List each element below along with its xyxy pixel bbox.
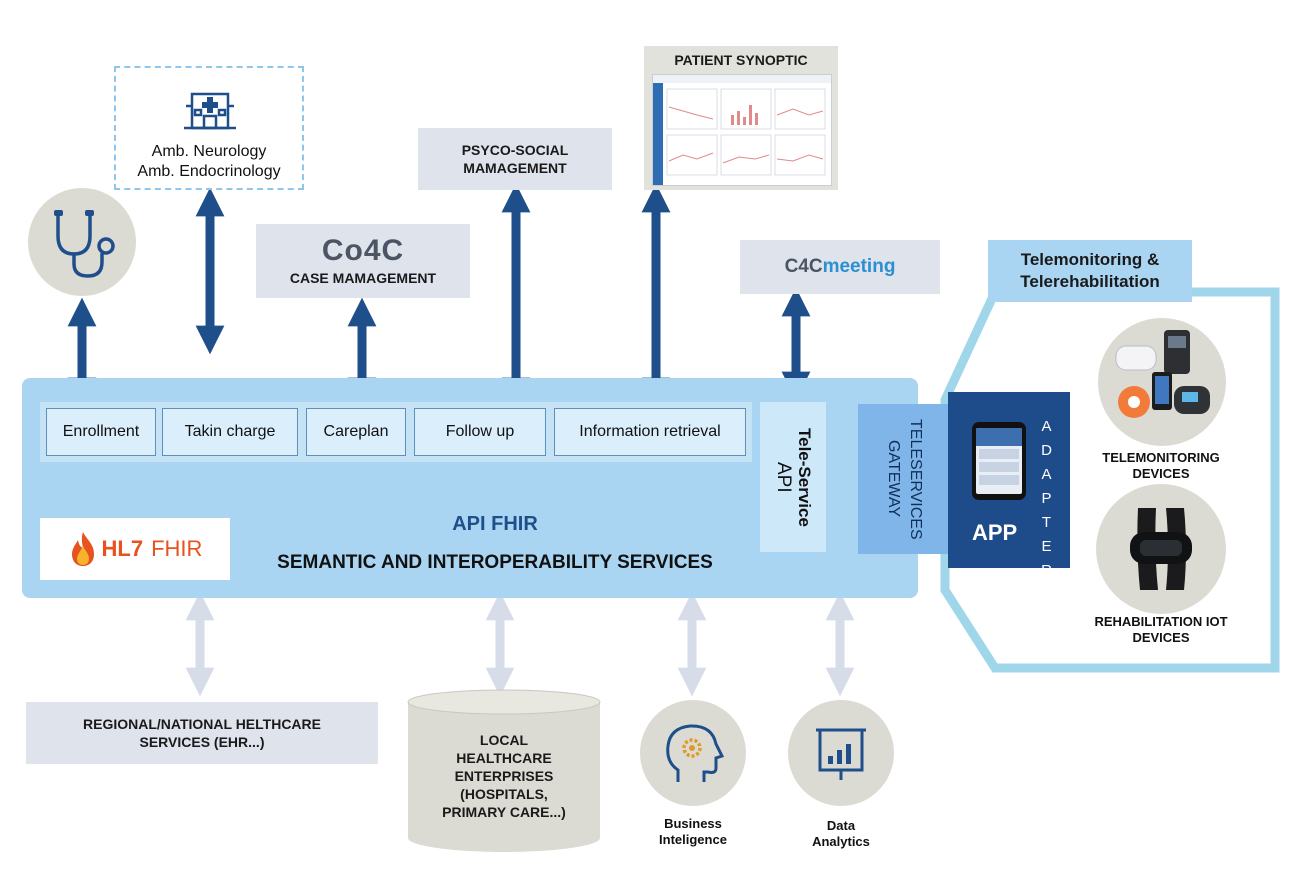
gateway-label-line2: GATEWAY: [885, 440, 902, 518]
data-analytics-label-line2: Analytics: [812, 834, 870, 849]
psyco-social-label-line1: PSYCO-SOCIAL: [461, 142, 569, 158]
teleservice-api-label: API: [773, 461, 794, 493]
amb-neurology-label: Amb. Neurology: [151, 143, 267, 160]
case-management-box: Co4C CASE MAMAGEMENT: [256, 224, 470, 298]
api-fhir-label: API FHIR: [452, 513, 538, 535]
case-management-label: CASE MAMAGEMENT: [289, 270, 437, 286]
hl7-text: HL7: [101, 536, 144, 561]
data-analytics-circle: [788, 700, 894, 806]
data-analytics-label: Data Analytics: [780, 818, 902, 850]
local-line-4: (HOSPITALS,: [460, 786, 548, 802]
amb-endocrinology-label: Amb. Endocrinology: [137, 163, 281, 180]
app-adapter-box: APP ADAPTER: [948, 392, 1070, 586]
rehabilitation-devices-label-line2: DEVICES: [1132, 630, 1190, 645]
teleservice-api-box: Tele-Service API: [760, 402, 826, 552]
rehabilitation-devices-circle: [1096, 484, 1226, 614]
c4c-meeting-logo-word: meeting: [822, 256, 896, 277]
app-label: APP: [972, 520, 1018, 545]
telemonitoring-devices-circle: [1098, 318, 1226, 446]
psyco-social-label-line2: MAMAGEMENT: [463, 160, 567, 176]
telemonitoring-devices-label-line1: TELEMONITORING: [1102, 450, 1220, 465]
module-follow-up[interactable]: Follow up: [414, 408, 546, 456]
hospital-icon: [184, 92, 236, 130]
telemonitoring-title-line2: Telerehabilitation: [1020, 272, 1160, 291]
regional-services-label-line2: SERVICES (EHR...): [139, 734, 265, 750]
local-line-2: HEALTHCARE: [456, 750, 552, 766]
hl7-fhir-logo: HL7 FHIR: [40, 518, 230, 580]
rehabilitation-devices-label-line1: REHABILITATION IOT: [1094, 614, 1228, 629]
patient-synoptic-title: PATIENT SYNOPTIC: [674, 52, 808, 68]
teleservices-gateway-box: TELESERVICES GATEWAY: [858, 404, 950, 554]
regional-services-box: REGIONAL/NATIONAL HELTHCARE SERVICES (EH…: [26, 702, 378, 764]
co4c-logo: Co4C: [321, 234, 405, 267]
head-gear-icon: [666, 724, 725, 782]
business-intelligence-label-line1: Business: [664, 816, 722, 831]
database-cylinder: [407, 689, 601, 852]
chart-board-icon: [816, 728, 866, 780]
module-enrollment[interactable]: Enrollment: [46, 408, 156, 456]
regional-services-label-line1: REGIONAL/NATIONAL HELTHCARE: [83, 716, 321, 732]
module-taking-charge[interactable]: Takin charge: [162, 408, 298, 456]
module-careplan[interactable]: Careplan: [306, 408, 406, 456]
telemonitoring-title-line1: Telemonitoring &: [1020, 250, 1160, 269]
telemonitoring-devices-label: TELEMONITORING DEVICES: [1080, 450, 1242, 482]
gateway-label-line1: TELESERVICES: [907, 418, 924, 540]
fhir-text: FHIR: [151, 536, 203, 561]
telemonitoring-title-box: Telemonitoring & Telerehabilitation: [988, 240, 1192, 302]
business-intelligence-label: Business Inteligence: [630, 816, 756, 848]
psyco-social-box: PSYCO-SOCIAL MAMAGEMENT: [418, 128, 612, 190]
module-information-retrieval[interactable]: Information retrieval: [554, 408, 746, 456]
telemonitoring-outline: [940, 287, 1280, 673]
data-analytics-label-line1: Data: [826, 818, 856, 833]
rehabilitation-devices-label: REHABILITATION IOT DEVICES: [1080, 614, 1242, 646]
teleservice-label: Tele-Service: [795, 427, 814, 527]
local-line-3: ENTERPRISES: [454, 768, 554, 784]
stethoscope-icon: [54, 210, 115, 278]
business-intelligence-label-line2: Inteligence: [659, 832, 727, 847]
adapter-label: ADAPTER: [1038, 418, 1055, 586]
ambulatory-box: Amb. Neurology Amb. Endocrinology: [114, 66, 304, 190]
local-line-1: LOCAL: [479, 732, 529, 748]
business-intelligence-circle: [640, 700, 746, 806]
local-line-5: PRIMARY CARE...): [442, 804, 566, 820]
synoptic-screenshot: [652, 74, 832, 186]
patient-synoptic-panel: PATIENT SYNOPTIC: [644, 46, 838, 190]
flame-icon: [71, 532, 94, 566]
phone-icon: [972, 422, 1026, 500]
c4c-meeting-logo-c4c: C4C: [784, 256, 823, 277]
local-healthcare-label: LOCAL HEALTHCARE ENTERPRISES (HOSPITALS,…: [416, 731, 592, 821]
stethoscope-circle: [28, 188, 136, 296]
semantic-services-label: SEMANTIC AND INTEROPERABILITY SERVICES: [277, 552, 713, 573]
telemonitoring-devices-label-line2: DEVICES: [1132, 466, 1190, 481]
